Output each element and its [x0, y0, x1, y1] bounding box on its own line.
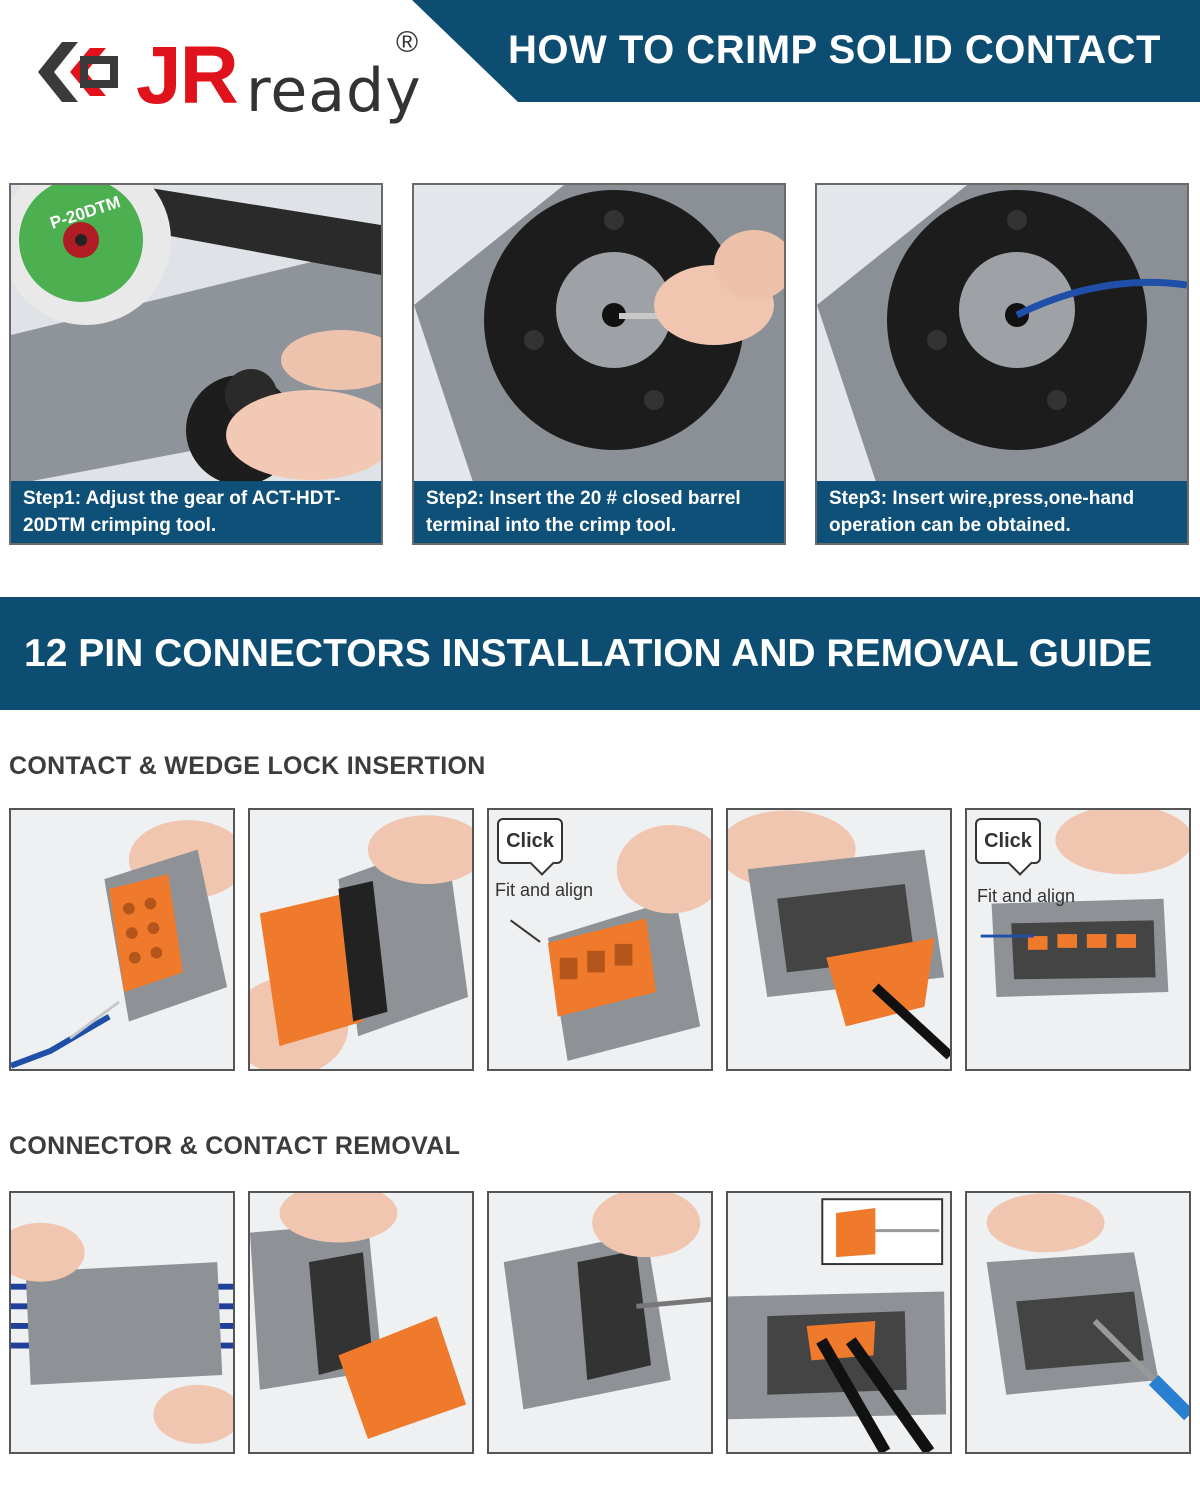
removal-photo-2 [248, 1191, 474, 1454]
removal-photo-4 [726, 1191, 952, 1454]
step-3-photo [817, 185, 1187, 485]
removal-heading: CONNECTOR & CONTACT REMOVAL [9, 1132, 461, 1160]
removal-photo-3 [487, 1191, 713, 1454]
insertion-photo-5: Click Fit and align [965, 808, 1191, 1071]
click-bubble-1: Click [497, 818, 563, 864]
insertion-photo-4 [726, 808, 952, 1071]
registered-mark: ® [396, 26, 419, 59]
step-2-photo [414, 185, 784, 485]
guide-banner: 12 PIN CONNECTORS INSTALLATION AND REMOV… [0, 597, 1200, 710]
removal-photo-1 [9, 1191, 235, 1454]
click-bubble-2: Click [975, 818, 1041, 864]
fit-label-1: Fit and align [495, 880, 594, 900]
removal-photo-5 [965, 1191, 1191, 1454]
step-2-caption: Step2: Insert the 20 # closed barrel ter… [414, 481, 784, 543]
header-banner: HOW TO CRIMP SOLID CONTACT [0, 0, 1200, 102]
brand-logo: JR ready ® [32, 26, 432, 126]
insertion-heading: CONTACT & WEDGE LOCK INSERTION [9, 752, 486, 780]
logo-jr-text: JR [136, 30, 239, 121]
step-1-caption: Step1: Adjust the gear of ACT-HDT-20DTM … [11, 481, 381, 543]
step-3-caption: Step3: Insert wire,press,one-hand operat… [817, 481, 1187, 543]
insertion-photo-1 [9, 808, 235, 1071]
guide-title: 12 PIN CONNECTORS INSTALLATION AND REMOV… [24, 632, 1153, 675]
header-title: HOW TO CRIMP SOLID CONTACT [508, 28, 1161, 72]
insertion-photo-2 [248, 808, 474, 1071]
step-3-card: Step3: Insert wire,press,one-hand operat… [815, 183, 1189, 545]
logo-ready-text: ready [246, 56, 422, 126]
step-2-card: Step2: Insert the 20 # closed barrel ter… [412, 183, 786, 545]
fit-label-2: Fit and align [977, 886, 1076, 906]
insertion-photo-3: Click Fit and align [487, 808, 713, 1071]
step-1-card: P-20DTM Step1: Adjust the gear of ACT-HD… [9, 183, 383, 545]
header-banner-shape [412, 0, 1200, 102]
step-1-photo [11, 185, 381, 485]
logo-mark-icon [38, 42, 118, 102]
